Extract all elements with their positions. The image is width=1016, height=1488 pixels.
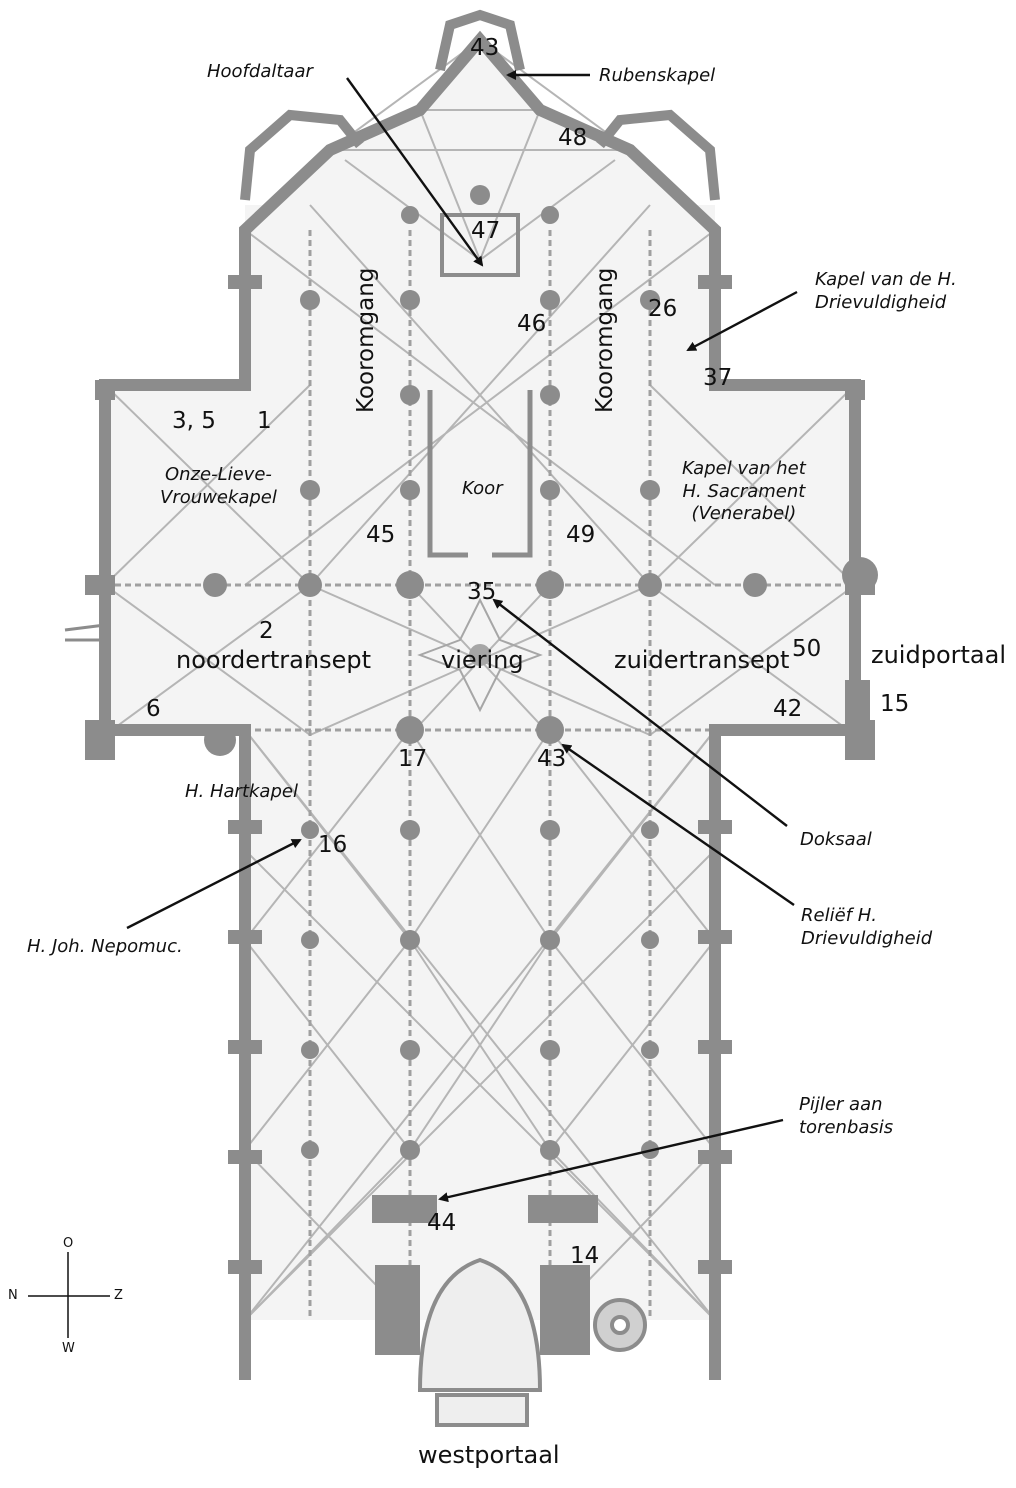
kapel-sacrament-line3: (Venerabel) [691, 503, 797, 524]
arrow-doksaal [492, 598, 788, 827]
relief-line2: Drievuldigheid [801, 927, 933, 949]
label-50: 50 [792, 636, 822, 662]
relief-line1: Reliëf H. [801, 905, 877, 926]
label-37: 37 [703, 365, 733, 391]
kooromgang-south-label: Kooromgang [592, 267, 618, 413]
arrow-hoofdaltaar [346, 77, 484, 267]
pijler-label: Pijler aan torenbasis [799, 1094, 893, 1139]
stair-turrets [204, 557, 878, 756]
zuidertransept-label: zuidertransept [614, 646, 790, 674]
zuidportaal-label: zuidportaal [871, 641, 1006, 669]
koor-label: Koor [462, 478, 503, 499]
kapel-sacrament-line1: Kapel van het [682, 458, 806, 479]
label-2: 2 [259, 618, 274, 644]
compass-north: N [8, 1288, 18, 1303]
kapel-sacrament-label: Kapel van het H. Sacrament (Venerabel) [682, 458, 806, 526]
noordertransept-label: noordertransept [176, 646, 371, 674]
compass-west: W [62, 1341, 75, 1356]
radiating-chapels [240, 9, 720, 201]
relief-label: Reliëf H. Drievuldigheid [801, 905, 932, 950]
pijler-line1: Pijler aan [799, 1094, 883, 1115]
label-1: 1 [257, 408, 272, 434]
choir-stalls [427, 213, 533, 558]
kapel-sacrament-line2: H. Sacrament [682, 480, 806, 502]
arrow-relief [561, 743, 795, 906]
label-46: 46 [517, 311, 547, 337]
arrow-drievuldigheid [686, 290, 798, 352]
aisle-lines [105, 230, 855, 1320]
compass-east: O [63, 1236, 74, 1251]
west-door-ramp [64, 623, 106, 642]
arrows [126, 70, 798, 1203]
nepomuc-label: H. Joh. Nepomuc. [27, 936, 183, 957]
label-47: 47 [471, 218, 501, 244]
label-43-nave: 43 [537, 746, 567, 772]
buttresses [85, 275, 875, 1274]
hoofdaltaar-label: Hoofdaltaar [207, 61, 313, 82]
label-49: 49 [566, 522, 596, 548]
rubenskapel-label: Rubenskapel [599, 65, 716, 86]
pijler-line2: torenbasis [799, 1116, 894, 1138]
westportaal-label: westportaal [418, 1441, 560, 1469]
walls [99, 30, 861, 1380]
label-14: 14 [570, 1243, 600, 1269]
label-17: 17 [398, 746, 428, 772]
kooromgang-north-label: Kooromgang [353, 267, 379, 413]
label-44: 44 [427, 1210, 457, 1236]
arrow-pijler [438, 1118, 784, 1203]
compass-south: Z [114, 1288, 123, 1303]
kapel-drievuldigheid-line1: Kapel van de H. [815, 269, 957, 290]
label-45: 45 [366, 522, 396, 548]
arrow-nepomuc [126, 838, 302, 930]
label-43-rubenskapel: 43 [470, 35, 500, 61]
onze-lieve-vrouwekapel-line1: Onze-Lieve- [164, 464, 272, 485]
onze-lieve-vrouwekapel-line2: Vrouwekapel [160, 486, 277, 508]
label-6: 6 [146, 696, 161, 722]
onze-lieve-vrouwekapel-label: Onze-Lieve- Vrouwekapel [160, 464, 277, 509]
crossing-star [417, 597, 543, 713]
label-48: 48 [558, 125, 588, 151]
doksaal-label: Doksaal [800, 829, 872, 850]
viering-label: viering [441, 646, 524, 674]
west-porch [417, 1257, 647, 1427]
kapel-drievuldigheid-label: Kapel van de H. Drievuldigheid [815, 269, 957, 314]
label-3-5: 3, 5 [172, 408, 216, 434]
hartkapel-label: H. Hartkapel [185, 781, 298, 802]
compass-cross [28, 1252, 110, 1338]
kapel-drievuldigheid-line2: Drievuldigheid [815, 291, 947, 313]
label-15: 15 [880, 691, 910, 717]
label-35: 35 [467, 579, 497, 605]
label-16: 16 [318, 832, 348, 858]
label-26: 26 [648, 296, 678, 322]
vault-ribs [104, 38, 856, 1321]
label-42: 42 [773, 696, 803, 722]
piers [203, 185, 767, 1160]
